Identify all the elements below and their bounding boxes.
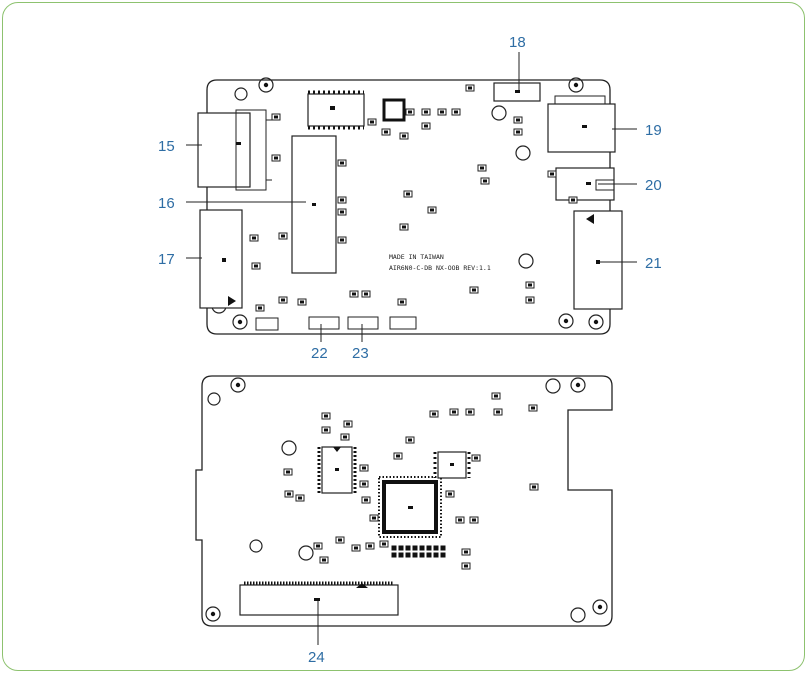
callout-16: 16 (158, 195, 175, 212)
fiducial (298, 545, 314, 561)
fpc-connector (239, 581, 399, 616)
fiducial (249, 539, 263, 553)
card-slot (547, 95, 616, 153)
fiducial (207, 392, 221, 406)
bottom-connector-22 (308, 316, 340, 330)
bottom-ic-left (317, 446, 357, 494)
callout-22: 22 (311, 345, 328, 362)
bottom-connector-23 (347, 316, 379, 330)
fiducial (234, 87, 248, 101)
fiducial (281, 440, 297, 456)
callout-17: 17 (158, 251, 175, 268)
fiducial (515, 145, 531, 161)
fiducial (545, 378, 561, 394)
callout-15: 15 (158, 138, 175, 155)
callout-24: 24 (308, 649, 325, 666)
bottom-ic-right (433, 451, 471, 479)
left-port-connector (197, 109, 272, 191)
lower-left-connector (199, 209, 243, 309)
board-top: MADE IN TAIWAN AIR6N0-C-DB NX-OOB REV:1.… (197, 77, 623, 335)
callout-20: 20 (645, 177, 662, 194)
callout-21: 21 (645, 255, 662, 272)
callout-23: 23 (352, 345, 369, 362)
top-connector (493, 82, 541, 102)
board-bottom (195, 375, 613, 627)
bottom-ic-main (378, 476, 442, 538)
callouts: 15 16 17 18 19 20 21 22 23 24 (158, 34, 662, 666)
top-ic (307, 90, 365, 130)
silkscreen-line-2: AIR6N0-C-DB NX-OOB REV:1.1 (389, 264, 491, 272)
module-connector (291, 135, 337, 274)
callout-18: 18 (509, 34, 526, 51)
callout-19: 19 (645, 122, 662, 139)
bottom-connector (389, 316, 417, 330)
right-connector (573, 210, 623, 310)
fiducial (491, 105, 507, 121)
silkscreen-line-1: MADE IN TAIWAN (389, 253, 444, 261)
bottom-connector (255, 317, 279, 331)
fiducial (518, 253, 534, 269)
chip (382, 98, 406, 122)
fiducial (570, 607, 586, 623)
